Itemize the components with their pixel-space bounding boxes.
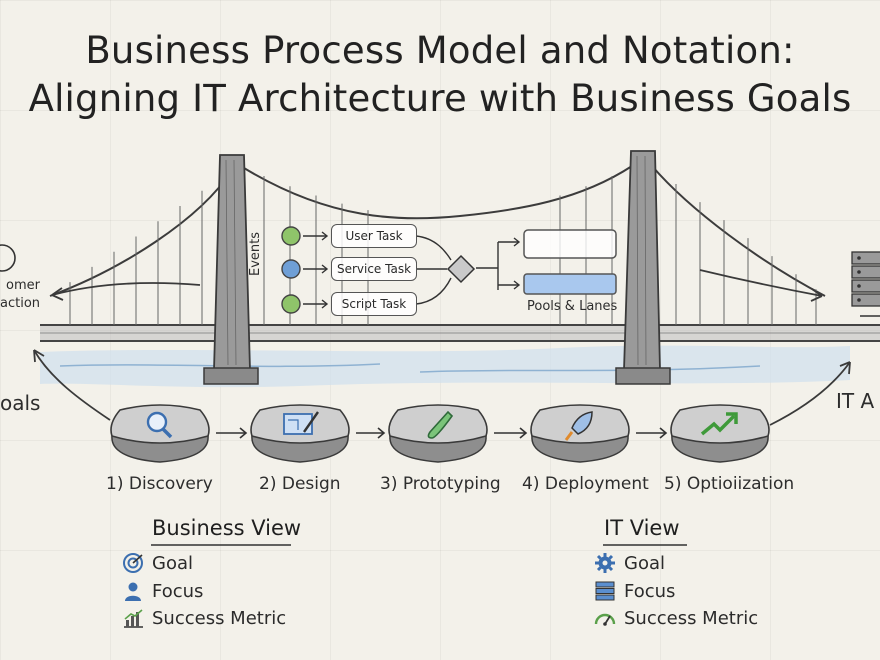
bpmn-diagram	[281, 226, 617, 314]
rocket-icon	[564, 411, 593, 441]
blueprint-icon	[283, 411, 319, 435]
stage-arrows	[216, 427, 668, 439]
intermediate-event-icon	[281, 259, 301, 279]
user-task-box: User Task	[331, 224, 417, 248]
page-title-line-2: Aligning IT Architecture with Business G…	[28, 77, 852, 120]
left-edge-graphics	[0, 244, 201, 421]
target-icon	[123, 553, 143, 573]
right-tower	[615, 150, 671, 385]
goals-arrow	[33, 349, 111, 421]
customer-caption-line-2: action	[0, 296, 41, 311]
events-label: Events	[248, 231, 263, 276]
it-metric-item: Success Metric	[594, 607, 758, 629]
water	[40, 345, 850, 388]
business-focus-label: Focus	[152, 580, 204, 602]
magnifier-icon	[146, 411, 173, 439]
stage-label-optimization: 5) Optioiization	[664, 474, 795, 494]
end-event-icon	[281, 294, 301, 314]
it-goal-label: Goal	[624, 552, 665, 574]
it-goal-item: Goal	[594, 552, 665, 574]
main-cables	[49, 165, 826, 297]
business-view-underline	[151, 544, 291, 546]
stone-3	[388, 404, 488, 463]
stage-label-design: 2) Design	[259, 474, 341, 494]
business-goal-label: Goal	[152, 552, 193, 574]
business-metric-label: Success Metric	[152, 607, 287, 629]
script-task-box: Script Task	[331, 292, 417, 316]
stone-5	[670, 404, 770, 463]
server-rack-icon	[851, 251, 880, 317]
it-focus-label: Focus	[624, 580, 676, 602]
lane-box	[523, 273, 617, 295]
bridge-deck	[40, 324, 880, 342]
stone-1	[110, 404, 210, 463]
it-focus-item: Focus	[594, 580, 675, 602]
business-metric-item: Success Metric	[122, 607, 286, 629]
it-view-title: IT View	[604, 516, 680, 540]
it-arrow	[769, 361, 851, 426]
stage-label-deployment: 4) Deployment	[522, 474, 649, 494]
goals-label: oals	[0, 391, 41, 415]
pool-box	[523, 229, 617, 259]
gauge-icon	[594, 613, 616, 626]
bar-chart-icon	[124, 609, 143, 628]
right-edge-graphics	[699, 251, 880, 426]
stage-label-prototyping: 3) Prototyping	[380, 474, 501, 494]
stone-2	[250, 404, 350, 463]
person-icon	[125, 582, 141, 601]
server-icon	[595, 581, 615, 601]
gateway-icon	[446, 254, 476, 284]
test-tube-icon	[427, 410, 454, 439]
stage-label-discovery: 1) Discovery	[106, 474, 213, 494]
business-goal-item: Goal	[122, 552, 193, 574]
it-architecture-label: IT A	[836, 389, 875, 413]
it-view-underline	[603, 544, 687, 546]
gear-icon	[595, 553, 615, 573]
customer-icon	[0, 244, 16, 272]
customer-caption-line-1: omer	[6, 278, 40, 293]
pools-lanes-label: Pools & Lanes	[527, 299, 618, 314]
start-event-icon	[281, 226, 301, 246]
it-metric-label: Success Metric	[624, 607, 759, 629]
page-title-line-1: Business Process Model and Notation:	[85, 29, 795, 72]
business-focus-item: Focus	[122, 580, 203, 602]
trend-up-icon	[700, 412, 738, 436]
service-task-box: Service Task	[331, 257, 417, 281]
left-tower	[203, 154, 259, 385]
business-view-title: Business View	[152, 516, 302, 540]
process-stones	[110, 404, 770, 463]
stone-4	[530, 404, 630, 463]
